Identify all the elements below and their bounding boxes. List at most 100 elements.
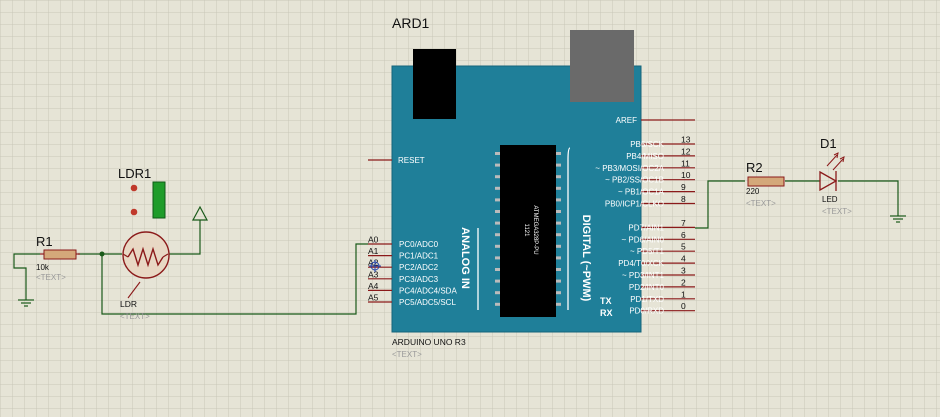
arduino-uno[interactable]: ARD1 1121 ATMEGA328P-PU ANALOG IN DIGITA… bbox=[368, 15, 695, 359]
r2-value: 220 bbox=[746, 187, 760, 196]
digital-pin-name: PB0/ICP1/CLKO bbox=[605, 200, 664, 209]
ldr-body bbox=[122, 231, 170, 279]
digital-pin-name: ~ PD5/T1 bbox=[630, 247, 665, 256]
digital-pin-number: 9 bbox=[681, 182, 686, 192]
chip-pin bbox=[556, 291, 561, 295]
chip-pin bbox=[495, 302, 500, 306]
ldr-zigzag bbox=[127, 246, 164, 268]
tx-label: TX bbox=[600, 296, 612, 306]
ground-symbol-left bbox=[18, 299, 34, 307]
analog-pin-name: PC4/ADC4/SDA bbox=[399, 286, 457, 295]
r1-body bbox=[43, 249, 77, 260]
resistor-r2[interactable]: R2 220 <TEXT> bbox=[746, 160, 785, 208]
digital-pin-number: 0 bbox=[681, 301, 686, 311]
analog-pin-number: A5 bbox=[368, 293, 379, 303]
digital-pin-number: 12 bbox=[681, 146, 691, 156]
ldr-light-slider[interactable] bbox=[152, 181, 166, 219]
ldr-light-arrow bbox=[127, 281, 141, 299]
atmega-chip bbox=[500, 145, 556, 317]
wire-r1-ground[interactable] bbox=[13, 253, 40, 300]
r1-text: <TEXT> bbox=[36, 273, 66, 282]
analog-pin-name: PC3/ADC3 bbox=[399, 275, 439, 284]
digital-pin-number: 3 bbox=[681, 266, 686, 276]
chip-pin bbox=[495, 152, 500, 155]
digital-pin-number: 2 bbox=[681, 277, 686, 287]
wire-ldr-vcc[interactable] bbox=[168, 220, 201, 255]
digital-pin-name: PD7/AIN1 bbox=[628, 223, 664, 232]
chip-pin bbox=[556, 152, 561, 155]
resistor-r1[interactable]: R1 10k <TEXT> bbox=[36, 234, 80, 282]
r1-ref: R1 bbox=[36, 234, 53, 249]
ground-symbol-right bbox=[890, 215, 906, 223]
digital-pin-name: ~ PB3/MOSI/OC2A bbox=[595, 164, 664, 173]
chip-pin bbox=[556, 198, 561, 202]
digital-pin-number: 10 bbox=[681, 170, 691, 180]
wire-a0[interactable] bbox=[101, 243, 368, 315]
chip-pin bbox=[556, 279, 561, 283]
chip-pin bbox=[495, 175, 500, 179]
analog-pin-number: A3 bbox=[368, 269, 379, 279]
digital-pin-number: 7 bbox=[681, 218, 686, 228]
wire-pin7-r2[interactable] bbox=[695, 180, 745, 229]
analog-pin-number: A0 bbox=[368, 235, 379, 245]
chip-pin bbox=[495, 233, 500, 237]
digital-pin-number: 1 bbox=[681, 289, 686, 299]
arduino-ref: ARD1 bbox=[392, 15, 430, 31]
chip-pin bbox=[556, 302, 561, 306]
digital-pin-name: PD2/INT0 bbox=[629, 283, 665, 292]
d1-ref: D1 bbox=[820, 136, 837, 151]
r2-ref: R2 bbox=[746, 160, 763, 175]
ldr-led-indicator bbox=[130, 208, 138, 216]
chip-pin bbox=[495, 221, 500, 225]
ldr-ldr1[interactable]: LDR1 LDR <TEXT> bbox=[118, 166, 170, 321]
chip-pin bbox=[556, 233, 561, 237]
led-triangle bbox=[819, 170, 838, 192]
analog-in-label: ANALOG IN bbox=[459, 227, 471, 289]
digital-pin-name: ~ PB2/SS/OC1B bbox=[605, 176, 664, 185]
chip-pin bbox=[556, 256, 561, 260]
d1-type: LED bbox=[822, 195, 838, 204]
digital-pin-number: 5 bbox=[681, 242, 686, 252]
junction-dot bbox=[99, 251, 105, 257]
chip-pin bbox=[556, 186, 561, 190]
digital-pin-name: PD4/T0/XCK bbox=[618, 259, 664, 268]
digital-label: DIGITAL (~PWM) bbox=[580, 215, 592, 302]
analog-pin-name: PC5/ADC5/SCL bbox=[399, 298, 456, 307]
r2-body bbox=[747, 176, 785, 187]
r1-value: 10k bbox=[36, 263, 50, 272]
digital-pin-name: PB4/MISO bbox=[626, 152, 664, 161]
digital-pin-name: PD0/RXD bbox=[629, 307, 664, 316]
chip-pin bbox=[556, 268, 561, 271]
led-d1[interactable]: D1 LED <TEXT> bbox=[819, 136, 852, 216]
chip-pin bbox=[556, 244, 561, 248]
ldr1-text: <TEXT> bbox=[120, 312, 150, 321]
analog-pin-name: PC1/ADC1 bbox=[399, 252, 439, 261]
wire-led-ground[interactable] bbox=[838, 180, 899, 216]
chip-pin bbox=[556, 210, 561, 213]
chip-pin bbox=[495, 256, 500, 260]
digital-pin-number: 6 bbox=[681, 230, 686, 240]
digital-pin-name: PB5/SCK bbox=[630, 140, 664, 149]
r2-text: <TEXT> bbox=[746, 199, 776, 208]
chip-pin bbox=[495, 279, 500, 283]
usb-connector bbox=[570, 30, 634, 102]
chip-pin bbox=[495, 198, 500, 202]
chip-code: 1121 bbox=[523, 224, 529, 238]
analog-pin-number: A1 bbox=[368, 246, 379, 256]
chip-label: ATMEGA328P-PU bbox=[532, 205, 538, 254]
power-jack bbox=[413, 49, 456, 119]
digital-pin-number: 11 bbox=[681, 158, 690, 168]
chip-pin bbox=[495, 244, 500, 248]
analog-pin-name: PC0/ADC0 bbox=[399, 240, 439, 249]
power-terminal-icon bbox=[191, 205, 209, 221]
digital-pin-number: 8 bbox=[681, 194, 686, 204]
rx-label: RX bbox=[600, 308, 613, 318]
chip-pin bbox=[556, 221, 561, 225]
aref-label: AREF bbox=[616, 116, 637, 125]
arduino-name: ARDUINO UNO R3 bbox=[392, 337, 466, 347]
chip-pin bbox=[556, 163, 561, 167]
chip-pin bbox=[495, 163, 500, 167]
